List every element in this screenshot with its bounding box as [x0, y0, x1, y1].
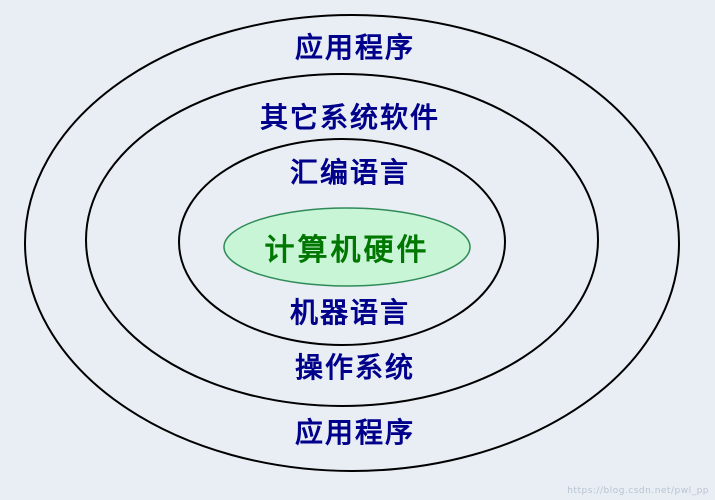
third-ring-ellipse: [178, 138, 506, 346]
second-ring-ellipse: [85, 73, 599, 407]
hardware-core-ellipse: [223, 207, 471, 287]
layer-label-computer-hardware: 计算机硬件: [264, 233, 430, 268]
layer-label-assembly-language: 汇编语言: [289, 156, 411, 189]
layer-label-operating-system: 操作系统: [294, 351, 416, 384]
layer-label-machine-language: 机器语言: [289, 296, 411, 329]
layer-label-application-top: 应用程序: [294, 31, 416, 64]
watermark-text: https://blog.csdn.net/pwl_pp: [567, 486, 709, 496]
layer-label-other-system-software: 其它系统软件: [259, 101, 441, 134]
outer-ring-ellipse: [24, 14, 680, 472]
layer-label-application-bottom: 应用程序: [294, 416, 416, 449]
